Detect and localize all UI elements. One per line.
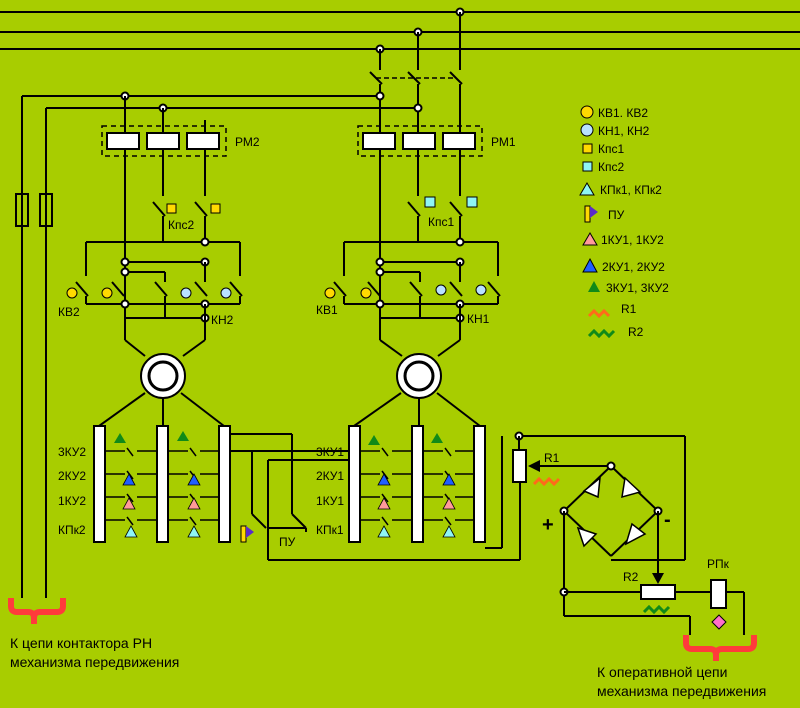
legend-text: Кпс2 bbox=[598, 160, 624, 174]
legend-circle-yellow-icon bbox=[580, 105, 594, 119]
relay-rm1: РМ1 bbox=[357, 125, 516, 157]
label-2ku1: 2КУ1 bbox=[316, 469, 344, 483]
drum-left: 3КУ2 2КУ2 1КУ2 КПк2 bbox=[58, 425, 231, 543]
fuse-left-1 bbox=[15, 193, 29, 227]
label-kpk1: КПк1 bbox=[316, 523, 344, 537]
label-kn1: КН1 bbox=[467, 312, 490, 326]
label-minus: - bbox=[664, 509, 671, 531]
red-connectors bbox=[8, 598, 757, 661]
legend-zigzag-green-icon bbox=[587, 328, 616, 339]
legend-text: Кпс1 bbox=[598, 142, 624, 156]
label-kps2: Кпс2 bbox=[168, 218, 194, 232]
label-kv1: КВ1 bbox=[316, 303, 338, 317]
relay-rm2: РМ2 bbox=[101, 96, 260, 157]
bridge-circuit: R1 + - R2 РПк bbox=[512, 431, 745, 635]
label-kpk2: КПк2 bbox=[58, 523, 86, 537]
label-kn2: КН2 bbox=[211, 313, 234, 327]
legend-text: R1 bbox=[621, 302, 637, 316]
label-rm1: РМ1 bbox=[491, 135, 516, 149]
caption-left-2: механизма передвижения bbox=[10, 654, 179, 670]
legend-square-yellow-icon bbox=[582, 143, 593, 154]
drum-right: 3КУ1 2КУ1 1КУ1 КПк1 bbox=[316, 425, 486, 543]
label-rm2: РМ2 bbox=[235, 135, 260, 149]
label-kps1: Кпс1 bbox=[428, 215, 454, 229]
label-r2: R2 bbox=[623, 570, 639, 584]
label-3ku2: 3КУ2 bbox=[58, 445, 86, 459]
legend-text: ПУ bbox=[608, 208, 625, 222]
legend: КВ1. КВ2 КН1, КН2 Кпс1 Кпс2 КПк1, КПк2 П… bbox=[579, 105, 669, 339]
right-circuit: Кпс1 КВ1 КН1 bbox=[316, 149, 501, 427]
legend-text: 2КУ1, 2КУ2 bbox=[602, 260, 665, 274]
label-kv2: КВ2 bbox=[58, 305, 80, 319]
left-feeder bbox=[15, 91, 423, 598]
legend-text: 1КУ1, 1КУ2 bbox=[601, 233, 664, 247]
supply-bus bbox=[0, 7, 800, 54]
caption-right-2: механизма передвижения bbox=[597, 683, 766, 699]
legend-text: КПк1, КПк2 bbox=[600, 183, 662, 197]
label-pu: ПУ bbox=[279, 535, 296, 549]
resistor-r2 bbox=[640, 584, 676, 600]
label-2ku2: 2КУ2 bbox=[58, 469, 86, 483]
legend-triangle-green-icon bbox=[588, 281, 600, 292]
label-rpk: РПк bbox=[707, 557, 730, 571]
label-1ku1: 1КУ1 bbox=[316, 494, 344, 508]
legend-text: КВ1. КВ2 bbox=[598, 106, 648, 120]
caption-left-1: К цепи контактора РН bbox=[10, 635, 152, 651]
legend-triangle-cyan-icon bbox=[579, 182, 595, 196]
legend-triangle-blue-icon bbox=[582, 257, 598, 273]
label-r1: R1 bbox=[544, 451, 560, 465]
label-plus: + bbox=[542, 514, 554, 536]
legend-triangle-pink-icon bbox=[582, 232, 598, 246]
legend-text: R2 bbox=[628, 325, 644, 339]
pu-switch: ПУ bbox=[230, 433, 521, 561]
relay-rpk bbox=[710, 579, 727, 609]
caption-right-1: К оперативной цепи bbox=[597, 664, 727, 680]
resistor-r1 bbox=[512, 449, 527, 483]
legend-circle-blue-icon bbox=[580, 123, 594, 137]
legend-square-cyan-icon bbox=[582, 161, 593, 172]
legend-flag-icon bbox=[584, 205, 598, 223]
legend-text: 3КУ1, 3КУ2 bbox=[606, 281, 669, 295]
left-circuit: Кпс2 КВ2 КН2 bbox=[58, 149, 243, 427]
legend-text: КН1, КН2 bbox=[598, 124, 650, 138]
legend-zigzag-orange-icon bbox=[587, 308, 611, 319]
label-1ku2: 1КУ2 bbox=[58, 494, 86, 508]
fuse-left-2 bbox=[39, 193, 53, 227]
